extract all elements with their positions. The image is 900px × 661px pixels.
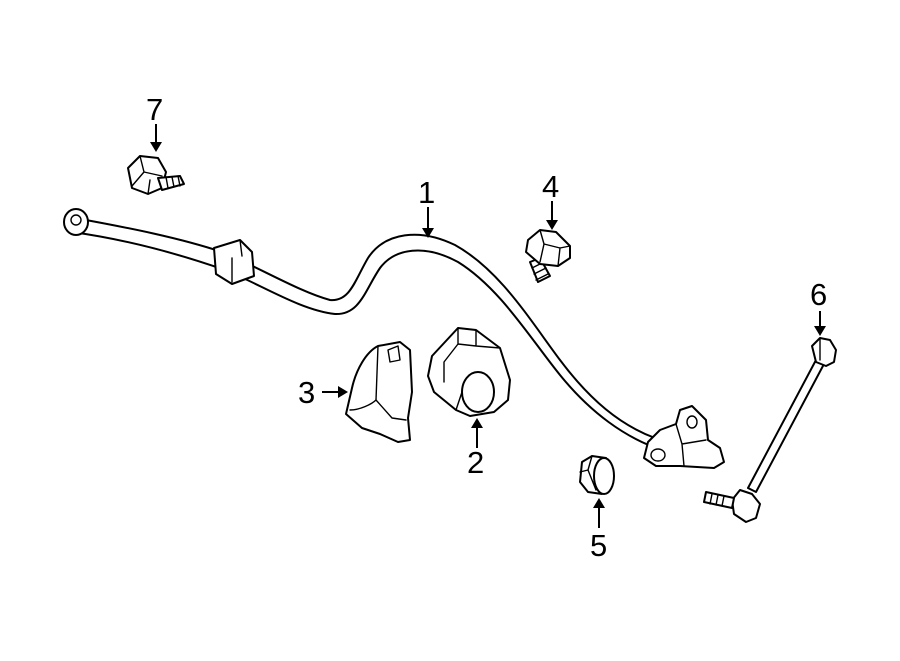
stabilizer-bracket[interactable] bbox=[345, 341, 413, 443]
stabilizer-bushing[interactable] bbox=[427, 327, 511, 417]
callout-3: 3 bbox=[298, 375, 315, 410]
stabilizer-link[interactable] bbox=[703, 337, 837, 523]
callout-4: 4 bbox=[542, 169, 559, 204]
callout-7: 7 bbox=[146, 92, 163, 127]
bracket-bolt[interactable] bbox=[525, 229, 571, 283]
callout-6: 6 bbox=[810, 277, 827, 312]
stabilizer-bar[interactable] bbox=[63, 208, 725, 469]
callout-arrows bbox=[150, 124, 826, 528]
link-nut[interactable] bbox=[579, 455, 615, 495]
callout-2: 2 bbox=[467, 445, 484, 480]
link-bolt[interactable] bbox=[127, 155, 185, 195]
callout-1: 1 bbox=[418, 175, 435, 210]
callout-5: 5 bbox=[590, 528, 607, 563]
